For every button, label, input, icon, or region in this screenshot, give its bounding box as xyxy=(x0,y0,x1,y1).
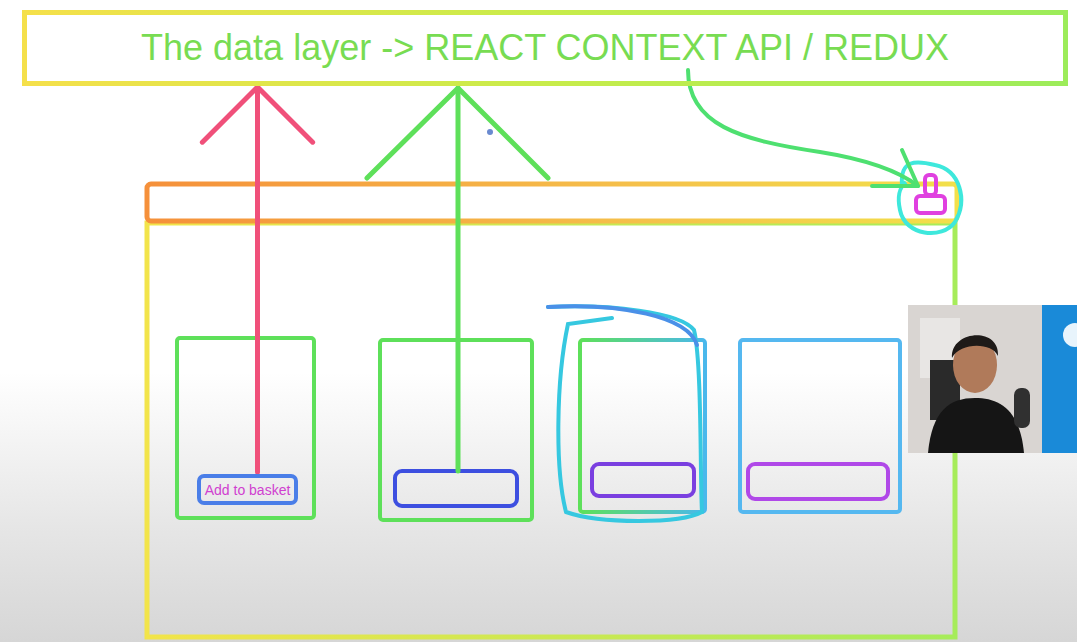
cursor xyxy=(487,129,493,135)
card-button xyxy=(748,464,888,499)
webcam-overlay xyxy=(1063,323,1077,347)
page-outline xyxy=(147,223,955,637)
data-arrow xyxy=(456,88,461,471)
arrow-head xyxy=(872,150,918,186)
data-arrow xyxy=(688,70,918,186)
product-card xyxy=(580,340,705,512)
webcam-mic xyxy=(1014,388,1030,428)
webcam-overlay xyxy=(908,305,1042,453)
add-to-basket-button: Add to basket xyxy=(197,474,298,505)
highlight-circle xyxy=(899,162,962,233)
product-card xyxy=(740,340,900,512)
arrow-head xyxy=(202,87,312,142)
highlight-scribble xyxy=(548,306,697,345)
basket-icon xyxy=(916,196,945,213)
header-bar xyxy=(147,184,957,221)
webcam-person xyxy=(952,335,998,358)
highlight-scribble xyxy=(548,306,702,521)
basket-icon xyxy=(925,175,936,195)
button-label: Add to basket xyxy=(205,482,291,498)
arrow-head xyxy=(367,88,548,178)
flow-arrow xyxy=(202,87,312,472)
layer-title: The data layer -> REACT CONTEXT API / RE… xyxy=(141,27,949,69)
card-button xyxy=(592,464,694,496)
webcam-person xyxy=(928,398,1024,453)
data-layer-box: The data layer -> REACT CONTEXT API / RE… xyxy=(22,10,1068,86)
product-card xyxy=(177,338,314,518)
flow-line xyxy=(255,87,260,472)
card-button xyxy=(395,471,517,506)
